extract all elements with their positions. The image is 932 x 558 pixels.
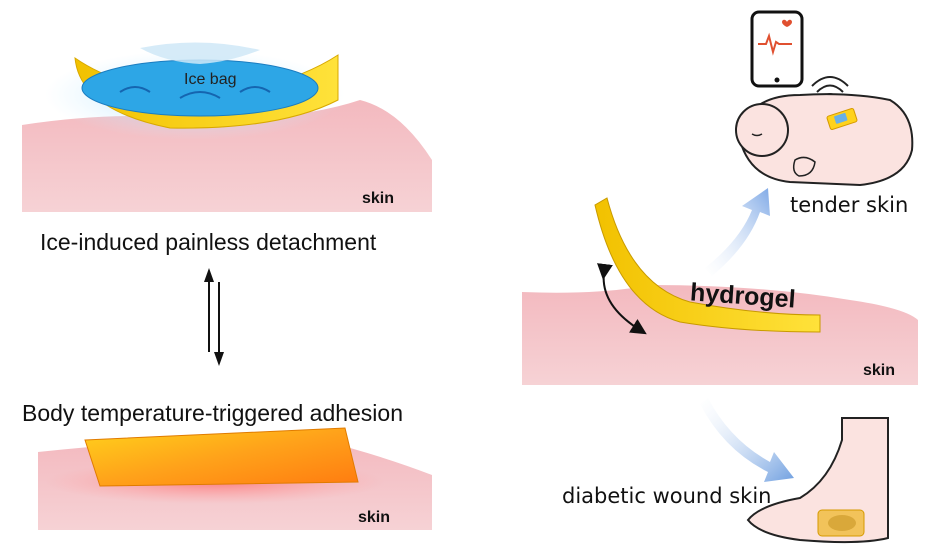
smartphone-icon	[750, 10, 804, 88]
skin-label-bottom: skin	[358, 509, 391, 526]
baby-illustration	[735, 93, 914, 187]
detach-caption: Ice-induced painless detachment	[40, 229, 377, 255]
ice-detachment-illustration	[22, 42, 432, 212]
tender-skin-label: tender skin	[790, 193, 909, 217]
skin-label-top: skin	[362, 190, 395, 207]
adhesion-illustration	[38, 427, 432, 530]
arrow-to-tender-skin	[705, 188, 770, 276]
skin-label-right: skin	[863, 362, 896, 379]
diabetic-wound-label: diabetic wound skin	[562, 484, 772, 508]
hydrogel-illustration	[522, 197, 918, 385]
reversible-arrows	[204, 268, 224, 366]
foot-illustration	[746, 417, 889, 544]
bend-arrow	[597, 263, 647, 335]
arrow-to-diabetic-skin	[700, 398, 794, 482]
hydrogel-flat	[84, 427, 359, 487]
adhesion-caption: Body temperature-triggered adhesion	[22, 400, 404, 426]
ice-bag-label: Ice bag	[184, 71, 237, 88]
